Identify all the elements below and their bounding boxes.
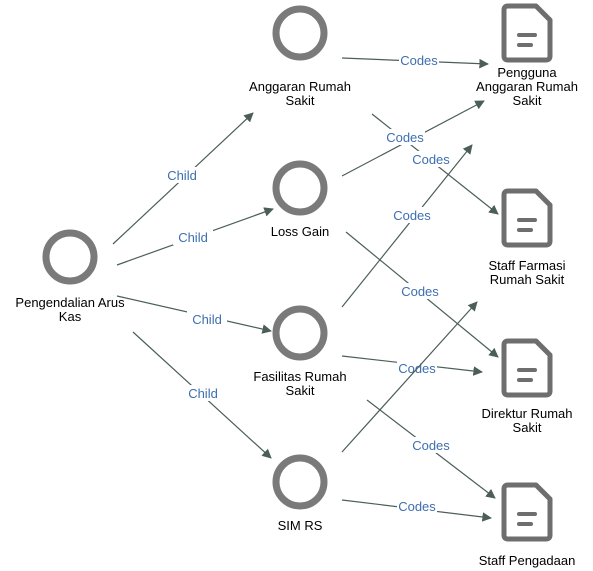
edge-sim-to-sfrs — [341, 301, 478, 453]
edge-label: Child — [188, 386, 218, 401]
edge-label-background — [397, 498, 437, 514]
edge-label: Child — [178, 230, 208, 245]
edge-pak-to-sim: Child — [132, 331, 272, 459]
circle-node-icon — [272, 305, 328, 361]
edge-label-background — [385, 129, 425, 145]
node-label-line: Pengendalian Arus — [15, 295, 125, 310]
node-label-line: Anggaran Rumah — [476, 79, 578, 94]
edge-pak-to-frs: Child — [116, 295, 272, 334]
node-label-line: Sakit — [513, 93, 542, 108]
node-label-line: Fasilitas Rumah — [253, 369, 346, 384]
edge-label-background — [183, 385, 223, 401]
edge-label: Codes — [393, 208, 431, 223]
edge-line — [341, 144, 473, 308]
node-label-line: Kas — [59, 309, 82, 324]
edge-ars-to-pars: Codes — [341, 52, 489, 69]
node-label: SIM RS — [278, 518, 323, 533]
edge-label: Child — [192, 312, 222, 327]
edge-label: Codes — [412, 438, 450, 453]
node-label-line: Rumah Sakit — [490, 272, 565, 287]
edge-frs-to-pars: Codes — [341, 144, 473, 308]
edge-label-background — [187, 311, 227, 327]
edge-line — [341, 301, 478, 453]
edge-label: Codes — [401, 284, 439, 299]
node-label-line: SIM RS — [278, 518, 323, 533]
edge-frs-to-sp: Codes — [366, 399, 496, 499]
node-label-line: Sakit — [513, 420, 542, 435]
node-label: Staff Pengadaan — [479, 553, 576, 568]
node-sp[interactable]: Staff Pengadaan — [479, 482, 576, 568]
node-label-line: Staff Pengadaan — [479, 553, 576, 568]
edge-label: Codes — [386, 130, 424, 145]
circle-node-icon — [272, 454, 328, 510]
edge-label: Codes — [400, 53, 438, 68]
node-label-line: Sakit — [286, 93, 315, 108]
edges-layer: ChildChildChildChildCodesCodesCodesCodes… — [112, 52, 499, 522]
edge-pak-to-lg: Child — [116, 207, 274, 266]
edge-label-background — [400, 283, 440, 299]
circle-node-icon — [42, 229, 98, 285]
circle-node-icon — [272, 160, 328, 216]
edge-sim-to-sp: Codes — [341, 498, 492, 522]
edge-pak-to-ars: Child — [112, 112, 254, 245]
edge-label-background — [173, 229, 213, 245]
edge-label-background — [162, 167, 202, 183]
node-label-line: Sakit — [286, 383, 315, 398]
edge-lg-to-drs: Codes — [345, 231, 499, 358]
edge-lg-to-pars: Codes — [341, 100, 485, 177]
node-label-line: Anggaran Rumah — [249, 79, 351, 94]
edge-label-background — [399, 52, 439, 68]
edge-frs-to-drs: Codes — [341, 355, 483, 376]
edge-label: Child — [167, 168, 197, 183]
node-label-line: Loss Gain — [271, 224, 330, 239]
node-sim[interactable]: SIM RS — [272, 454, 328, 533]
edge-label: Codes — [412, 152, 450, 167]
edge-label: Codes — [398, 499, 436, 514]
node-label-line: Pengguna — [497, 65, 557, 80]
circle-node-icon — [272, 5, 328, 61]
edge-label-background — [411, 151, 451, 167]
node-label-line: Direktur Rumah — [481, 406, 572, 421]
edge-ars-to-sfrs: Codes — [371, 113, 499, 215]
edge-label-background — [411, 437, 451, 453]
node-label: Loss Gain — [271, 224, 330, 239]
node-label-line: Staff Farmasi — [488, 258, 565, 273]
node-lg[interactable]: Loss Gain — [271, 160, 330, 239]
edge-label-background — [392, 207, 432, 223]
